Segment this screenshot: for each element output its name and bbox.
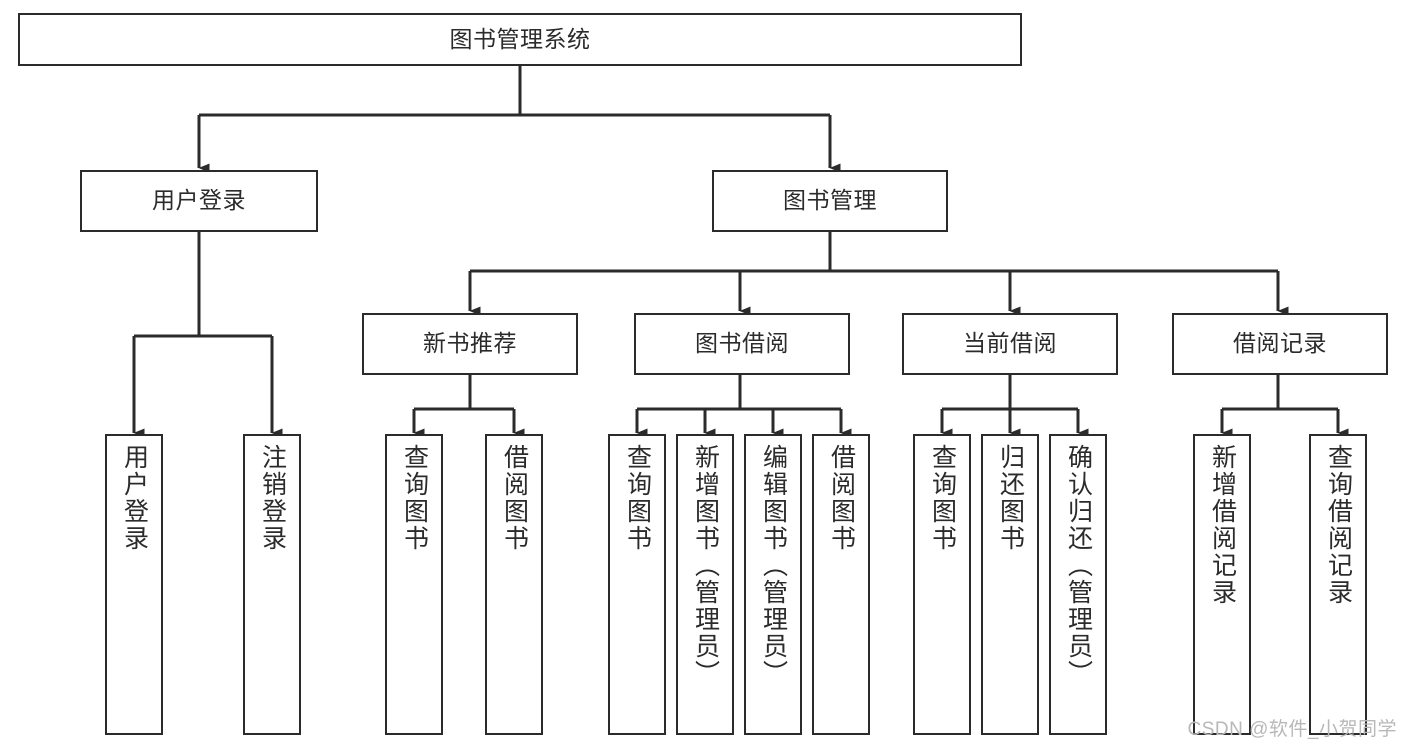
node-label: 用户登录 — [120, 444, 149, 552]
node-label: 编辑图书（管理员） — [759, 444, 788, 687]
node-label: 新增图书（管理员） — [691, 444, 720, 687]
node-label: 新增借阅记录 — [1208, 444, 1237, 606]
leaf-new-book-query[interactable]: 查询图书 — [385, 434, 443, 735]
watermark-text: CSDN @软件_小贺同学 — [1187, 719, 1397, 740]
leaf-borrow-borrow-book[interactable]: 借阅图书 — [812, 434, 870, 735]
node-label: 查询图书 — [400, 444, 429, 552]
leaf-user-login-login[interactable]: 用户登录 — [105, 434, 163, 735]
node-borrow-records[interactable]: 借阅记录 — [1172, 313, 1388, 375]
node-label: 确认归还（管理员） — [1064, 444, 1093, 687]
leaf-new-book-borrow[interactable]: 借阅图书 — [485, 434, 543, 735]
node-book-borrow[interactable]: 图书借阅 — [634, 313, 850, 375]
node-label: 图书管理系统 — [449, 25, 591, 52]
node-label: 借阅图书 — [500, 444, 529, 552]
node-label: 新书推荐 — [423, 330, 517, 357]
node-label: 归还图书 — [996, 444, 1025, 552]
leaf-user-login-logout[interactable]: 注销登录 — [243, 434, 301, 735]
node-current-borrow[interactable]: 当前借阅 — [902, 313, 1118, 375]
leaf-current-confirm-return-admin[interactable]: 确认归还（管理员） — [1049, 434, 1107, 735]
node-label: 当前借阅 — [963, 330, 1057, 357]
node-label: 借阅记录 — [1233, 330, 1327, 357]
leaf-records-query-record[interactable]: 查询借阅记录 — [1309, 434, 1367, 735]
node-label: 用户登录 — [152, 187, 246, 214]
node-label: 借阅图书 — [827, 444, 856, 552]
node-root-system[interactable]: 图书管理系统 — [18, 13, 1022, 66]
node-label: 图书管理 — [783, 187, 877, 214]
leaf-records-add-record[interactable]: 新增借阅记录 — [1193, 434, 1251, 735]
leaf-borrow-query-book[interactable]: 查询图书 — [608, 434, 666, 735]
leaf-current-return-book[interactable]: 归还图书 — [981, 434, 1039, 735]
leaf-borrow-edit-book-admin[interactable]: 编辑图书（管理员） — [744, 434, 802, 735]
leaf-current-query-book[interactable]: 查询图书 — [913, 434, 971, 735]
node-label: 查询图书 — [928, 444, 957, 552]
node-label: 查询图书 — [623, 444, 652, 552]
node-new-book-recommend[interactable]: 新书推荐 — [362, 313, 578, 375]
node-user-login[interactable]: 用户登录 — [80, 170, 318, 232]
node-book-management[interactable]: 图书管理 — [712, 170, 948, 232]
node-label: 注销登录 — [258, 444, 287, 552]
node-label: 查询借阅记录 — [1324, 444, 1353, 606]
node-label: 图书借阅 — [695, 330, 789, 357]
leaf-borrow-add-book-admin[interactable]: 新增图书（管理员） — [676, 434, 734, 735]
